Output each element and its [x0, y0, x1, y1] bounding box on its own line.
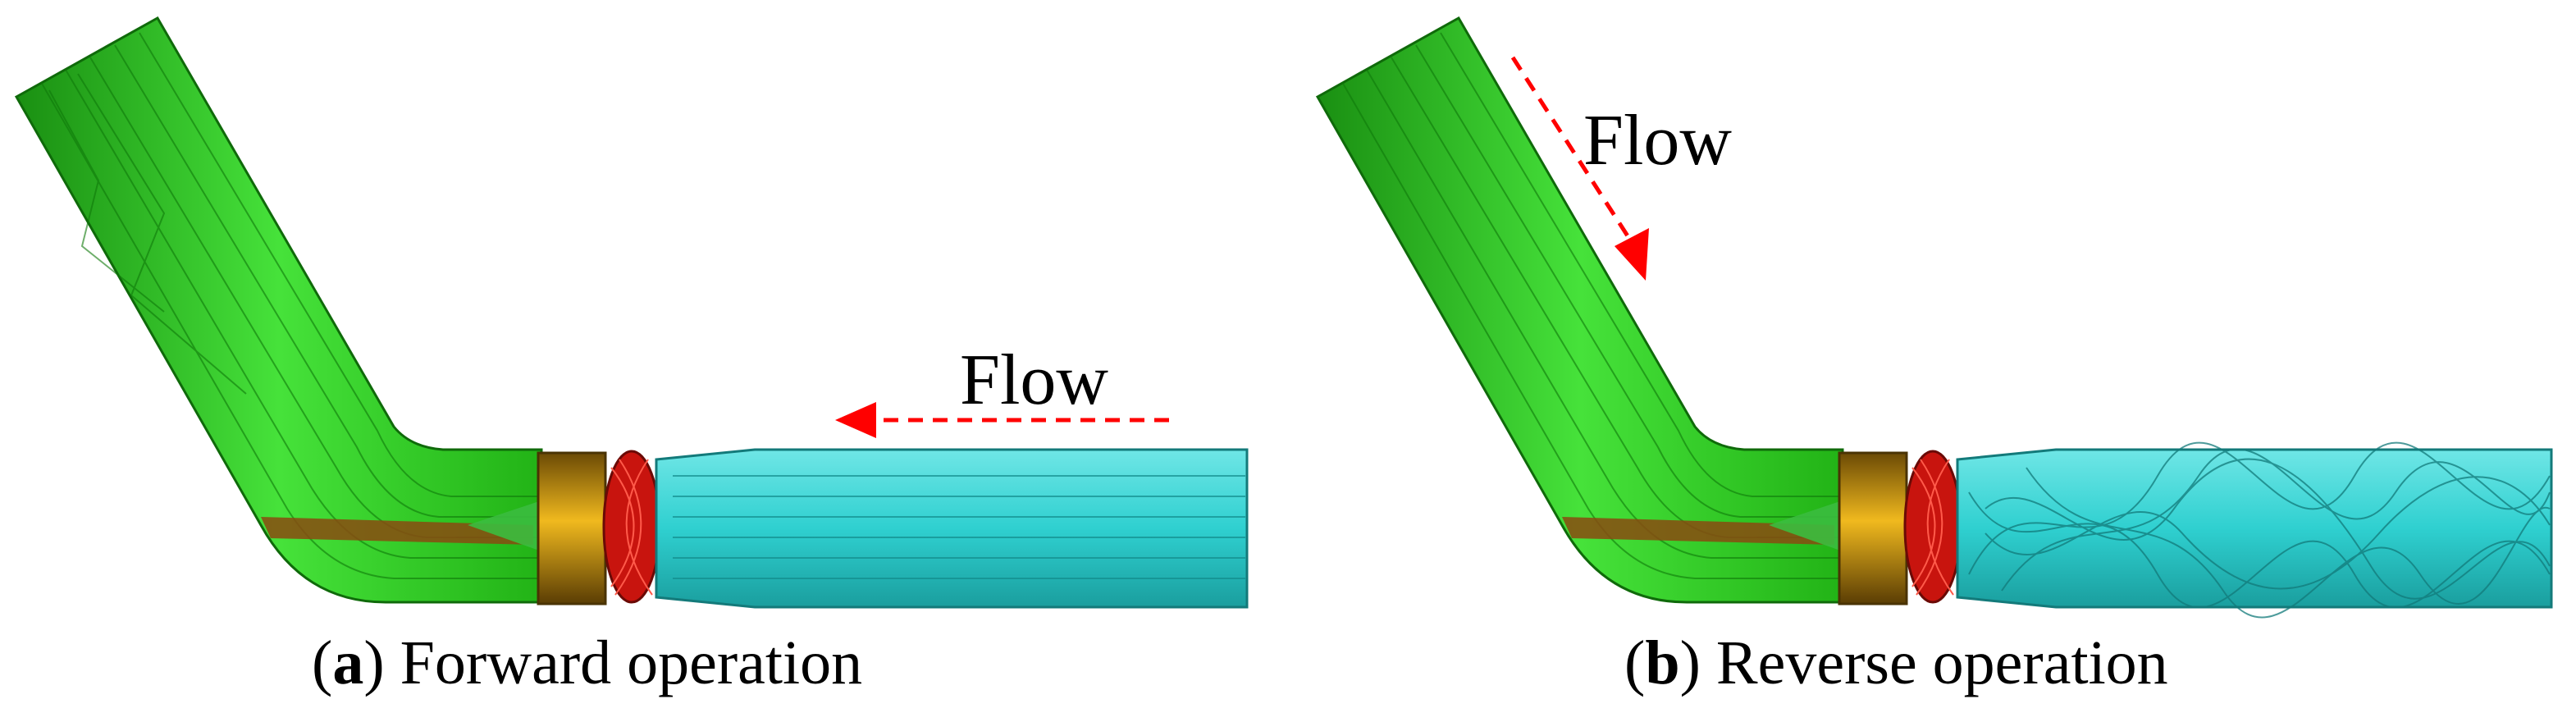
impeller-streamlines [610, 459, 653, 596]
hub-cone [468, 500, 541, 551]
panel-caption: (a) Forward operation [312, 628, 863, 697]
guide-vanes [1838, 451, 1908, 605]
inclined-pipe-streamlines [1341, 32, 1838, 579]
panel-reverse-operation: Flow (b) Reverse operation [1288, 0, 2576, 722]
panel-forward-operation: Flow (a) Forward operation [14, 16, 1249, 697]
swirling-streamlines [1968, 441, 2551, 619]
hub-cone [1769, 500, 1843, 551]
straight-pipe [655, 448, 1249, 609]
flow-label: Flow [960, 340, 1108, 420]
pipe-bottom-band [261, 517, 533, 545]
flow-arrow-head [1615, 228, 1649, 281]
guide-vanes [537, 451, 607, 605]
inclined-pipe [1315, 16, 1844, 604]
inclined-pipe [14, 16, 543, 604]
impeller [602, 450, 661, 604]
flow-label: Flow [1583, 101, 1732, 180]
impeller [1903, 450, 1962, 604]
flow-arrow-head [835, 402, 876, 438]
straight-pipe [1956, 448, 2553, 609]
caption-letter: b [1645, 628, 1680, 697]
pump-streamline-figure [1315, 16, 2553, 619]
panel-caption: (b) Reverse operation [1624, 628, 2168, 697]
caption-text: Reverse operation [1715, 628, 2168, 697]
inclined-pipe-streamlines [40, 32, 537, 579]
pipe-bottom-band [1562, 517, 1834, 545]
pump-streamline-figure [14, 16, 1249, 609]
straight-pipe-streamlines [673, 475, 1245, 579]
caption-text: Forward operation [400, 628, 863, 697]
caption-letter: a [332, 628, 364, 697]
impeller-streamlines [1911, 459, 1954, 596]
flow-arrow-line [1510, 56, 1637, 248]
